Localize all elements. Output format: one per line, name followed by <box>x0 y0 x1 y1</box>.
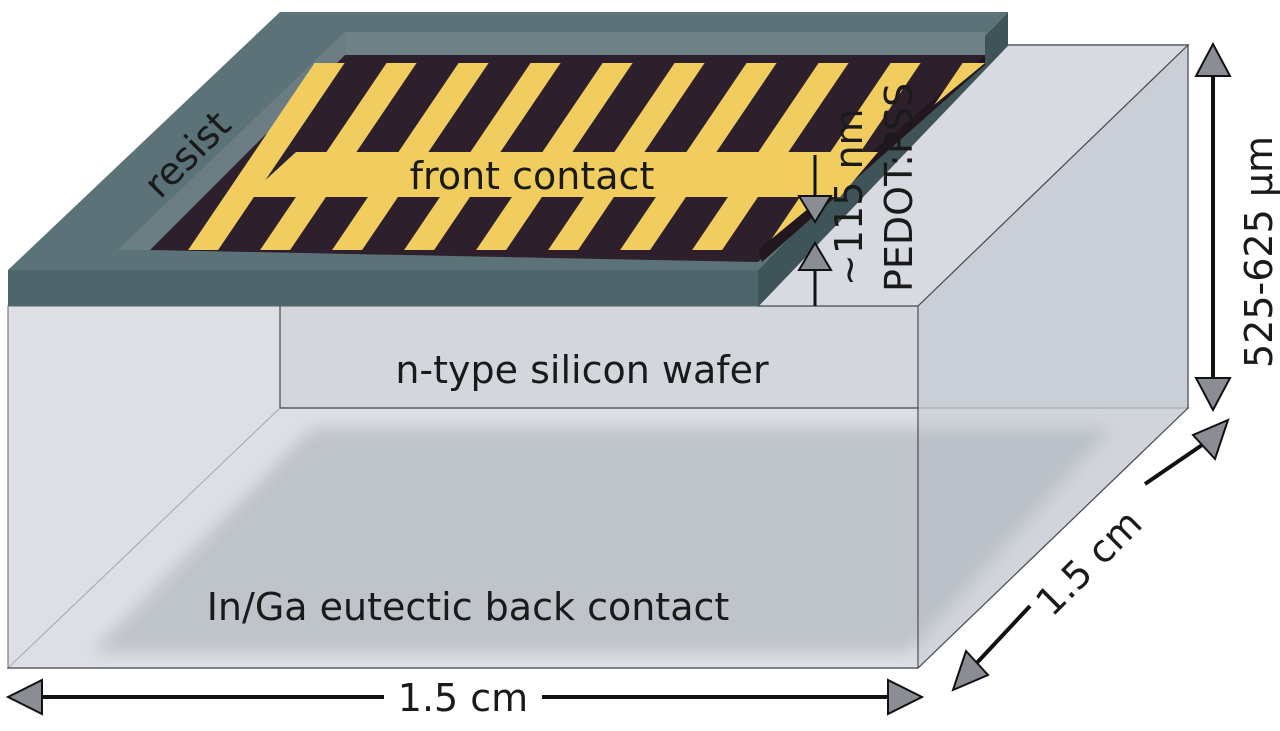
depth-arrow-line-lower <box>971 604 1032 669</box>
resist-front-edge <box>8 270 758 306</box>
width-label: 1.5 cm <box>398 676 528 720</box>
resist-inner-wall-back <box>345 32 985 55</box>
back-contact-label: In/Ga eutectic back contact <box>207 585 730 629</box>
thickness-label: ~115 nm <box>827 108 871 286</box>
pedot-pss-label: PEDOT:PSS <box>877 83 921 292</box>
height-arrowhead-top <box>1194 41 1232 77</box>
width-arrowhead-right <box>887 678 925 716</box>
wafer-thickness-label: 525-625 μm <box>1237 136 1280 368</box>
depth-arrow-line-upper <box>1143 441 1207 486</box>
resist-inner-wall-left <box>118 32 345 250</box>
height-arrowhead-bottom <box>1194 377 1232 413</box>
front-contact-label: front contact <box>410 154 655 198</box>
depth-arrowhead-upper <box>1191 418 1230 461</box>
depth-arrowhead-lower <box>951 649 990 692</box>
thickness-arrowhead-down <box>797 195 833 224</box>
width-arrowhead-left <box>5 678 43 716</box>
front-contact-busbar <box>247 152 878 197</box>
wafer-top-face <box>756 44 1190 307</box>
contact-finger <box>180 63 350 250</box>
wafer-label: n-type silicon wafer <box>395 348 769 392</box>
